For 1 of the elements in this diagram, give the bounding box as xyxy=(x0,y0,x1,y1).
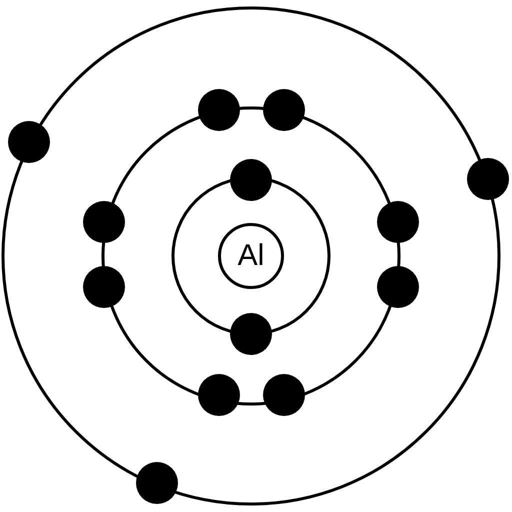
nucleus-circle: Al xyxy=(218,223,284,289)
